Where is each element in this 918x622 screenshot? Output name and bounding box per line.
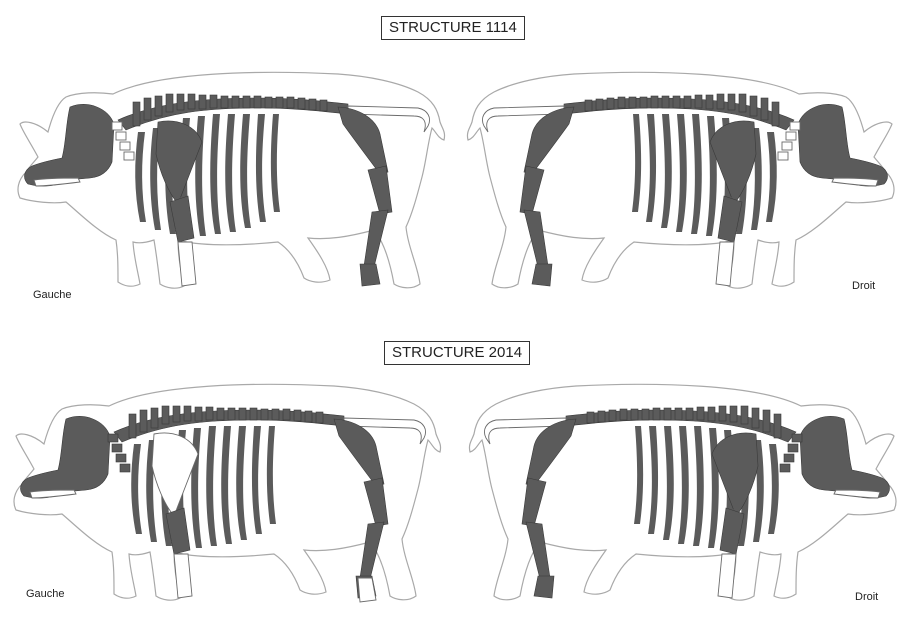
- pig-skeleton-left-1: [8, 62, 448, 302]
- left-side-label-1: Gauche: [33, 289, 72, 301]
- right-side-label-1: Droit: [852, 280, 875, 292]
- structure-title-1: STRUCTURE 1114: [381, 16, 525, 40]
- right-side-label-2: Droit: [855, 591, 878, 603]
- pig-skeleton-right-1: [464, 62, 904, 302]
- left-side-label-2: Gauche: [26, 588, 65, 600]
- structure-title-2: STRUCTURE 2014: [384, 341, 530, 365]
- pig-skeleton-left-2: [4, 374, 444, 614]
- pig-skeleton-right-2: [466, 374, 906, 614]
